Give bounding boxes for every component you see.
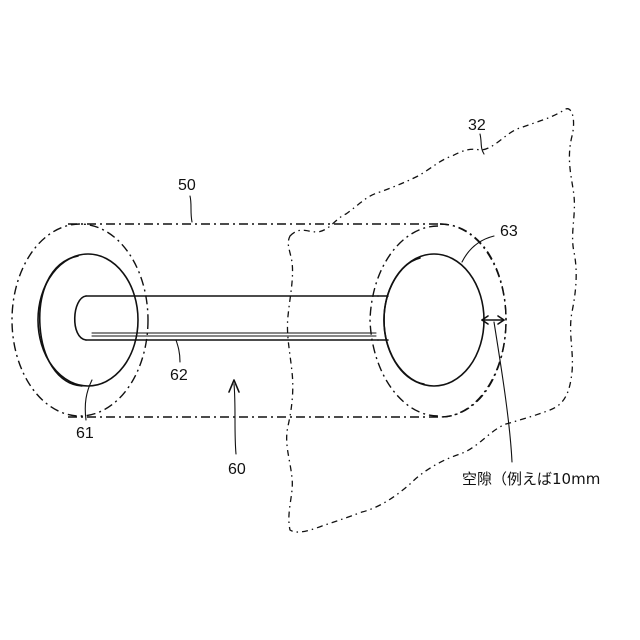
- label-61: 61: [76, 425, 94, 442]
- label-50: 50: [178, 177, 196, 194]
- leader-62: [176, 340, 180, 362]
- left-disk-61: [38, 254, 138, 386]
- gap-leader: [494, 322, 512, 462]
- leader-60: [234, 384, 236, 454]
- left-disk-face: [38, 254, 138, 386]
- leader-50: [190, 196, 192, 222]
- label-32: 32: [468, 117, 486, 134]
- gap-note: 空隙（例えば10mm: [462, 470, 600, 488]
- shaft-62: [75, 296, 378, 340]
- label-60: 60: [228, 461, 246, 478]
- shaft-left-end: [75, 296, 86, 340]
- left-end-outer-ellipse: [12, 224, 148, 416]
- leader-32: [480, 134, 484, 154]
- left-disk-rim: [40, 256, 82, 386]
- label-63: 63: [500, 223, 518, 240]
- label-62: 62: [170, 367, 188, 384]
